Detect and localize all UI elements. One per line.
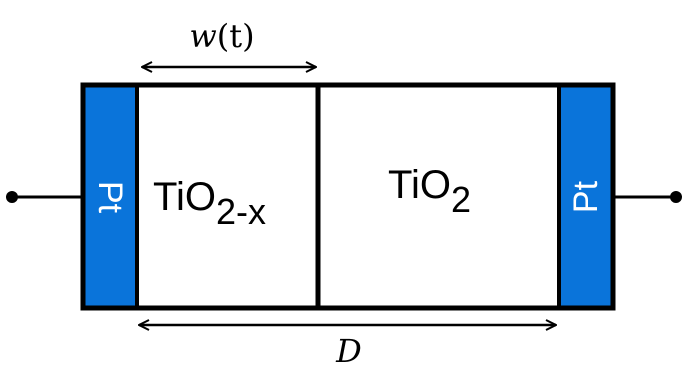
right-electrode-label: Pt xyxy=(567,180,605,213)
width-variable: w xyxy=(189,17,216,55)
right-pt-electrode xyxy=(559,85,613,308)
left-terminal-dot xyxy=(6,191,18,203)
width-argument: (t) xyxy=(217,17,255,55)
device-outline xyxy=(80,82,616,311)
doped-region-label: TiO2-x xyxy=(153,175,266,232)
doped-region-subscript: 2-x xyxy=(216,191,266,232)
right-terminal-dot xyxy=(670,191,682,203)
undoped-region-formula: TiO xyxy=(388,163,451,207)
width-label: w(t) xyxy=(189,17,254,55)
left-pt-electrode xyxy=(83,85,137,308)
left-electrode-label: Pt xyxy=(91,181,129,214)
doped-region-formula: TiO xyxy=(153,175,216,219)
length-label: D xyxy=(335,332,362,370)
undoped-region-subscript: 2 xyxy=(451,179,471,220)
undoped-region-label: TiO2 xyxy=(388,163,471,220)
